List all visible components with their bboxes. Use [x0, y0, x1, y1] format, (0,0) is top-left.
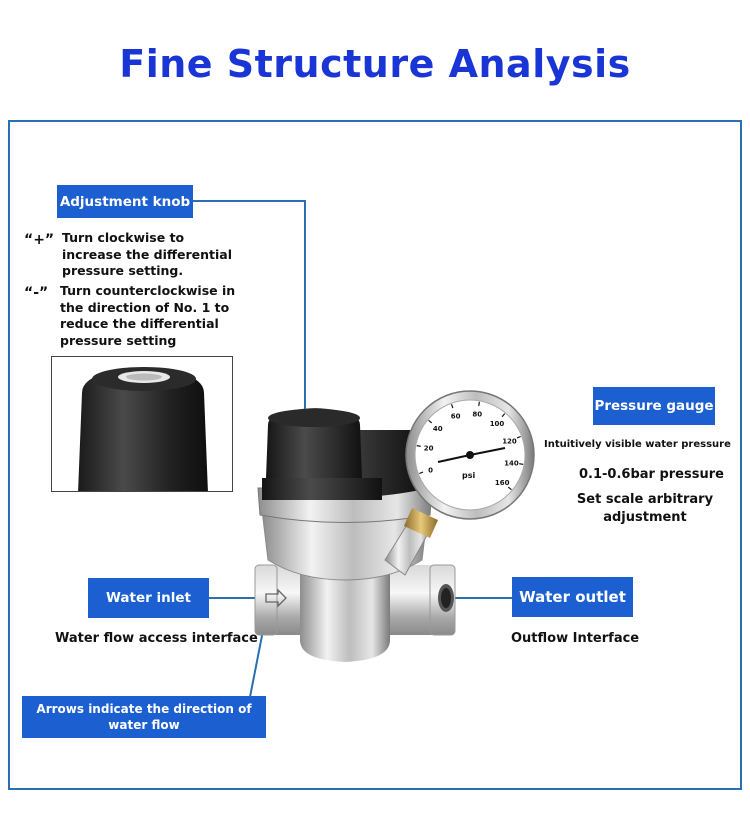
gauge-tick-label: 40 — [433, 425, 443, 433]
inlet-connector — [209, 597, 269, 599]
water-outlet-label: Water outlet — [512, 577, 633, 617]
outlet-connector — [447, 597, 512, 599]
gauge-tick-label: 120 — [502, 438, 517, 446]
gauge-tick-label: 20 — [424, 445, 434, 453]
pressure-gauge-label: Pressure gauge — [593, 387, 715, 425]
plus-description: Turn clockwise to increase the different… — [62, 230, 232, 280]
gauge-tick-label: 80 — [472, 411, 482, 419]
gauge-tick-mark — [519, 463, 524, 465]
knob-closeup-image — [51, 356, 233, 492]
minus-mark: “-” — [24, 285, 49, 301]
gauge-ticks: 0 20 40 60 80 100 120 140 160 — [416, 401, 524, 491]
gauge-tick-mark — [428, 419, 433, 424]
gauge-tick-mark — [501, 413, 506, 418]
adjustment-knob-label: Adjustment knob — [57, 185, 193, 218]
gauge-tick-mark — [416, 445, 421, 447]
gauge-tick-label: 0 — [428, 466, 433, 474]
gauge-tick-label: 60 — [451, 413, 461, 421]
minus-description: Turn counterclockwise in the direction o… — [60, 283, 235, 349]
gauge-scale-line-1: Set scale arbitrary — [576, 492, 714, 507]
knob-connector-v — [304, 200, 306, 410]
page-title: Fine Structure Analysis — [119, 42, 631, 86]
gauge-tick-label: 100 — [490, 420, 505, 428]
water-inlet-label: Water inlet — [88, 578, 209, 618]
gauge-unit: psi — [462, 471, 475, 480]
minus-line-3: reduce the differential — [60, 316, 219, 331]
minus-line-4: pressure setting — [60, 332, 177, 348]
gauge-tick-mark — [507, 486, 512, 491]
plus-line-1: Turn clockwise to — [62, 230, 185, 245]
plus-line-3: pressure setting. — [62, 263, 184, 278]
gauge-tick-label: 160 — [495, 479, 510, 487]
knob-closeup-drawing — [78, 367, 208, 491]
gauge-tick-mark — [478, 401, 480, 406]
gauge-tick-label: 140 — [504, 459, 519, 467]
water-inlet-description: Water flow access interface — [55, 631, 258, 646]
water-outlet-label-text: Water outlet — [519, 588, 626, 606]
gauge-tick-mark — [450, 404, 454, 409]
arrows-note-label: Arrows indicate the direction of water f… — [22, 696, 266, 738]
arrows-note-line-1: Arrows indicate the direction of — [36, 702, 252, 716]
gauge-range: 0.1-0.6bar pressure — [579, 467, 724, 482]
minus-line-1: Turn counterclockwise in — [60, 283, 236, 298]
knob-connector-h — [193, 200, 305, 202]
plus-mark: “+” — [24, 232, 55, 248]
gauge-description: Intuitively visible water pressure — [544, 439, 731, 450]
gauge-tick-mark — [419, 471, 424, 475]
gauge-scale-note: Set scale arbitrary adjustment — [575, 491, 715, 527]
plus-line-2: increase the differential — [62, 246, 233, 262]
gauge-scale-line-2: adjustment — [603, 510, 687, 525]
arrows-note-line-2: water flow — [108, 718, 180, 732]
diagram-frame — [8, 120, 742, 790]
adjustment-knob-label-text: Adjustment knob — [59, 193, 191, 210]
gauge-tick-mark — [516, 435, 521, 439]
pressure-gauge-label-text: Pressure gauge — [594, 398, 714, 414]
minus-line-2: the direction of No. 1 to — [60, 299, 230, 315]
water-inlet-label-text: Water inlet — [106, 590, 191, 606]
water-outlet-description: Outflow Interface — [511, 631, 640, 646]
